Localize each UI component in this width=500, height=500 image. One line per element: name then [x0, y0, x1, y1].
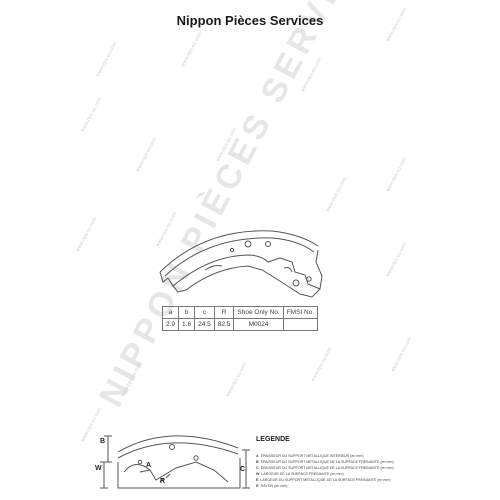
legend-text: LARGEUR DU SUPPORT MÉTALLIQUE DE LA SURF…: [260, 478, 391, 482]
page-title: Nippon Pièces Services: [176, 13, 324, 28]
legend-text: RAYON (en mm): [260, 484, 288, 488]
dimension-label-w: W: [95, 465, 102, 472]
legend-letter: R: [256, 484, 259, 488]
legend-text: ÉPAISSEUR DU SUPPORT MÉTALLIQUE DE LA SU…: [260, 466, 394, 470]
legend-text: ÉPAISSEUR DU SUPPORT MÉTALLIQUE DE LA SU…: [260, 460, 394, 464]
table-row: 2.9 1.6 24.5 82.5 M0024: [161, 318, 319, 331]
cell-fmsi-value: [282, 318, 319, 331]
legend-text: LARGEUR DE LA SURFACE FREINANTE (en mm): [261, 472, 344, 476]
cell-b-value: 1.6: [178, 318, 196, 331]
legend-title: LEGENDE: [256, 436, 290, 443]
legend-text: ÉPAISSEUR DU SUPPORT MÉTALLIQUE INTÉRIEU…: [260, 454, 364, 458]
legend-letter: B: [256, 460, 259, 464]
cell-c-value: 24.5: [194, 318, 215, 331]
dimension-label-a: A: [146, 462, 152, 469]
legend-letter: W: [256, 472, 260, 476]
dimension-label-c: C: [240, 466, 246, 473]
dimension-label-b: B: [100, 438, 106, 445]
legend-letter: E: [256, 478, 259, 482]
spec-table: a b c R Shoe Only No. FMSI No. 2.9 1.6 2…: [161, 306, 319, 331]
legend-letter: C: [256, 466, 259, 470]
cell-a-value: 2.9: [161, 318, 180, 331]
legend-letter: A: [256, 454, 259, 458]
dimension-label-r: R: [160, 478, 166, 485]
